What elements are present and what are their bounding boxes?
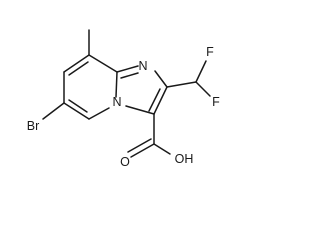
atom-o-carbonyl: O xyxy=(120,155,130,169)
atom-n-imidazole: N xyxy=(138,59,147,73)
atom-n-bridgehead: N xyxy=(112,95,121,109)
bond-c8-c7-inner xyxy=(68,61,89,76)
atom-f-lower: F xyxy=(212,95,220,109)
bond-c2-c3-inner xyxy=(148,88,161,112)
atom-label-layer: N N F F Br O OH xyxy=(27,45,220,169)
bond-n1-c2 xyxy=(154,70,168,88)
bond-c8a-n1 xyxy=(116,65,139,73)
bond-c8a-n1-inner xyxy=(120,72,139,79)
bond-c2-c3 xyxy=(153,86,168,115)
bond-c3-n4 xyxy=(125,105,155,115)
bond-cf2-f-lower xyxy=(195,81,211,97)
bond-layer xyxy=(42,29,211,158)
bond-c-oh xyxy=(153,143,171,155)
bond-c-o-double-b xyxy=(127,138,152,153)
bond-c8a-c8 xyxy=(88,54,118,73)
atom-oh: OH xyxy=(175,152,194,166)
bond-c6-c5 xyxy=(63,102,90,120)
bond-cf2-f-upper xyxy=(195,60,207,83)
atom-br: Br xyxy=(27,119,40,133)
bond-c8-c7 xyxy=(63,54,90,73)
bond-n4-c8a xyxy=(115,71,118,98)
chemical-structure-diagram: N N F F Br O OH xyxy=(27,29,220,169)
atom-f-upper: F xyxy=(206,45,214,59)
bond-c5-n4 xyxy=(88,107,110,120)
bond-c6-c5-inner xyxy=(68,99,88,113)
bond-c-o-double-a xyxy=(130,143,155,158)
bond-c2-cf2 xyxy=(166,81,197,88)
bond-c6-br xyxy=(42,102,65,120)
